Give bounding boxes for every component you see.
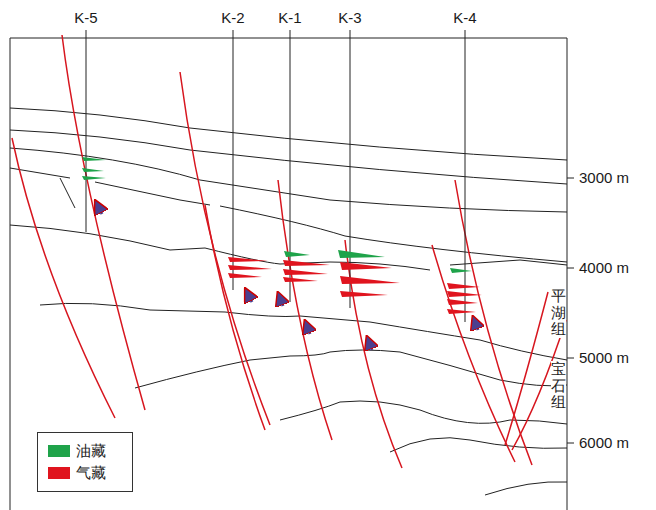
depth-label: 6000 m bbox=[579, 435, 629, 452]
legend-text: 油藏 bbox=[76, 442, 106, 460]
depth-label: 3000 m bbox=[579, 170, 629, 187]
well-name: K-2 bbox=[221, 10, 244, 27]
formation-name: 宝石组 bbox=[551, 361, 566, 411]
well-name: K-5 bbox=[74, 10, 97, 27]
legend-text: 气藏 bbox=[76, 464, 106, 482]
legend-swatch bbox=[48, 467, 70, 479]
depth-label: 4000 m bbox=[579, 260, 629, 277]
formation-name: 平湖组 bbox=[551, 288, 566, 338]
legend-swatch bbox=[48, 445, 70, 457]
well-name: K-1 bbox=[278, 10, 301, 27]
well-name: K-4 bbox=[453, 10, 476, 27]
depth-label: 5000 m bbox=[579, 350, 629, 367]
legend-box: 油藏气藏 bbox=[37, 432, 133, 492]
well-name: K-3 bbox=[338, 10, 361, 27]
